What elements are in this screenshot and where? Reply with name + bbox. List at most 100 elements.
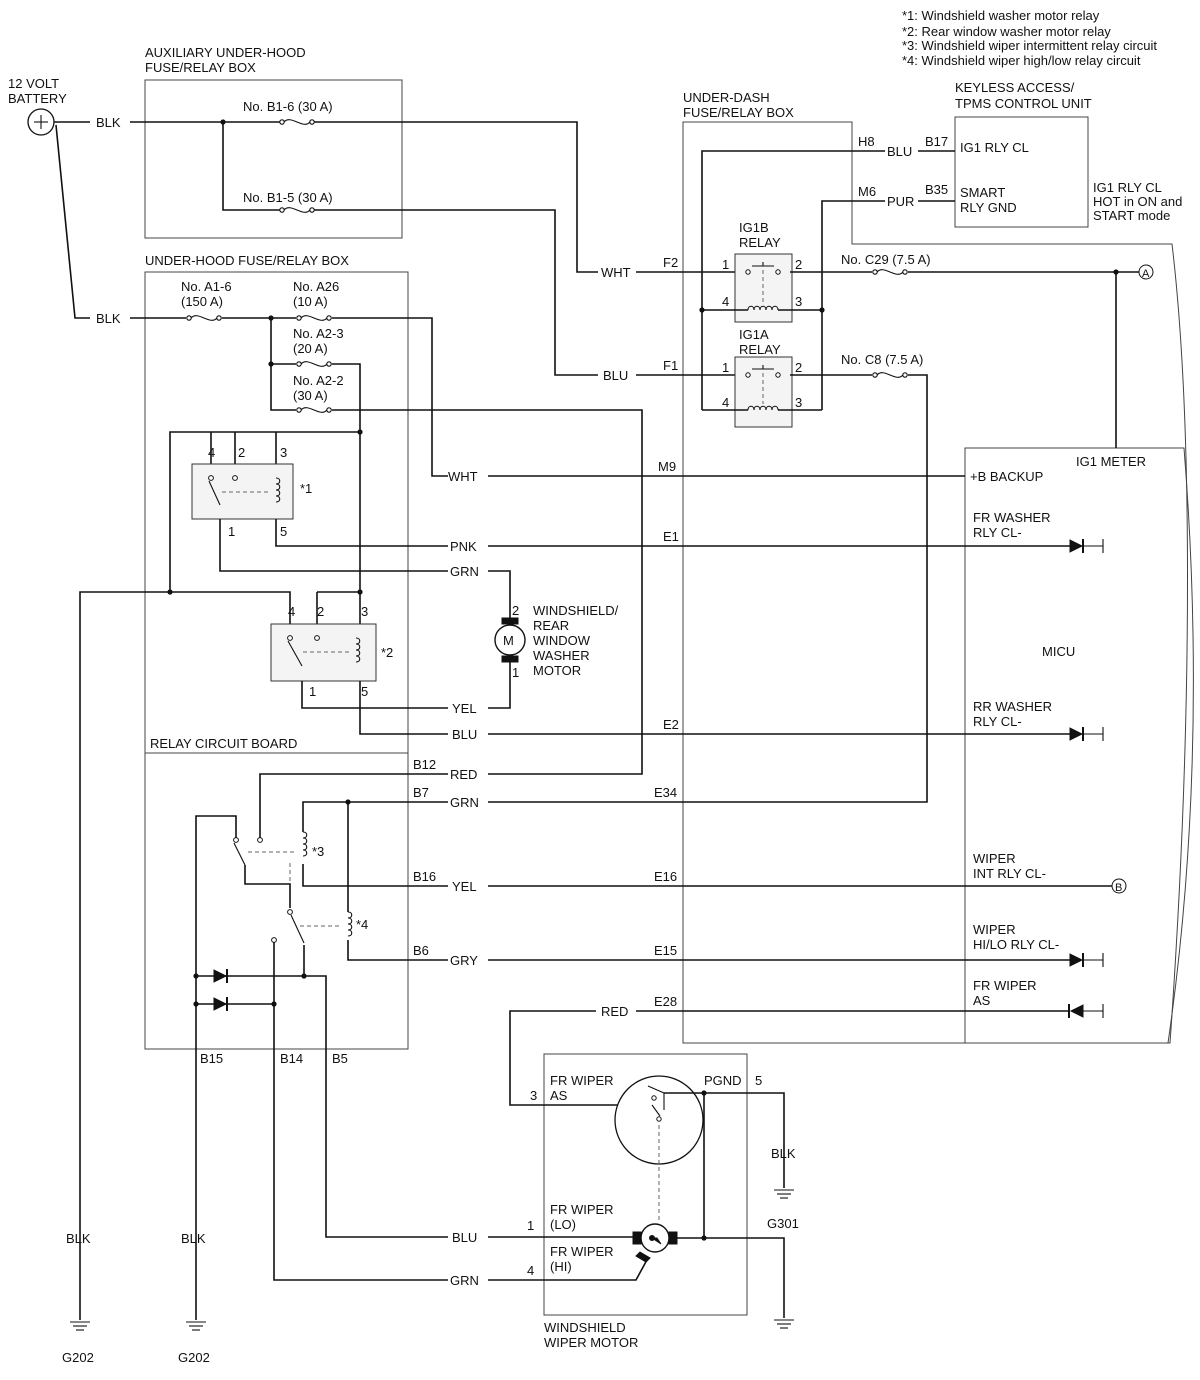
pin-e34: E34 — [654, 785, 677, 800]
wiper-pin1: 1 — [527, 1218, 534, 1233]
relay-1 — [191, 463, 294, 520]
micu-rr-washer-2: RLY CL- — [973, 714, 1022, 729]
ground-g202-a-label: G202 — [62, 1350, 94, 1365]
wire-label-yel-b16: YEL — [452, 879, 477, 894]
pin-e1: E1 — [663, 529, 679, 544]
pin-b7: B7 — [413, 785, 429, 800]
pin-b14: B14 — [280, 1051, 303, 1066]
relay-board-title: RELAY CIRCUIT BOARD — [150, 736, 297, 751]
ig1-meter-label: IG1 METER — [1076, 454, 1146, 469]
micu-fr-washer-1: FR WASHER — [973, 510, 1051, 525]
wire-relay1-grn — [219, 519, 448, 572]
wire-b14-grn — [273, 942, 448, 1281]
ground-g202-b — [186, 1321, 206, 1331]
wiper-pin4: 4 — [527, 1263, 534, 1278]
wire-b7-grn — [302, 801, 448, 832]
battery: 12 VOLT BATTERY — [8, 76, 67, 136]
washer-motor-m: M — [503, 633, 514, 648]
pin-m9: M9 — [658, 459, 676, 474]
wire-b12-red — [259, 773, 448, 838]
wire-a2-2-red — [270, 318, 643, 775]
ground-g202-b-label: G202 — [178, 1350, 210, 1365]
ig1b-pin1: 1 — [722, 257, 729, 272]
ground-g202-a — [70, 1321, 90, 1331]
ig1a-pin2: 2 — [795, 360, 802, 375]
wiper-lo-label-2: (LO) — [550, 1217, 576, 1232]
wire-label-grn-hi: GRN — [450, 1273, 479, 1288]
ud-box-title-2: FUSE/RELAY BOX — [683, 105, 794, 120]
wire-label-blk-g202-b: BLK — [181, 1231, 206, 1246]
ig1-note-3: START mode — [1093, 208, 1170, 223]
wiper-as-switch — [614, 1075, 704, 1220]
pin-e15: E15 — [654, 943, 677, 958]
wire-relay1-pnk — [275, 519, 448, 547]
ground-g301 — [774, 1189, 794, 1199]
washer-label-4: WASHER — [533, 648, 590, 663]
note-1: *1: Windshield washer motor relay — [902, 8, 1100, 23]
washer-label-5: MOTOR — [533, 663, 581, 678]
relay1-pin1: 1 — [228, 524, 235, 539]
relay2-pin3: 3 — [361, 604, 368, 619]
wire-label-blk-1: BLK — [96, 115, 121, 130]
diode-fr-washer — [1069, 539, 1104, 553]
ig1-note-1: IG1 RLY CL — [1093, 180, 1162, 195]
relay2-switch — [287, 635, 361, 667]
micu-wiper-hilo-2: HI/LO RLY CL- — [973, 937, 1059, 952]
keyless-pin-b35-label-2: RLY GND — [960, 200, 1017, 215]
relay1-pin4: 4 — [208, 445, 215, 460]
relay1-switch — [208, 475, 281, 506]
aux-under-hood-box — [144, 79, 403, 239]
wire-label-blu-h8: BLU — [887, 144, 912, 159]
relay4-tag: *4 — [356, 917, 368, 932]
keyless-unit-box — [954, 116, 1089, 228]
wire-b16-yel — [302, 864, 448, 887]
diode-2 — [213, 997, 228, 1011]
wire-label-pur-m6: PUR — [887, 194, 914, 209]
pin-f2: F2 — [663, 255, 678, 270]
fuse-a1-6-label-1: No. A1-6 — [181, 279, 232, 294]
relay2-pin5: 5 — [361, 684, 368, 699]
wiper-pgnd-label: PGND — [704, 1073, 742, 1088]
wiper-as-label-1: FR WIPER — [550, 1073, 614, 1088]
micu-label: MICU — [1042, 644, 1075, 659]
wire-ground-bus — [79, 591, 291, 1320]
ig1a-contacts — [745, 365, 781, 411]
wire-label-red-b12: RED — [450, 767, 477, 782]
ig1b-label-2: RELAY — [739, 235, 781, 250]
wire-b5-blu — [196, 975, 448, 1238]
relay2-tag: *2 — [381, 645, 393, 660]
wiper-motor-title-1: WINDSHIELD — [544, 1320, 626, 1335]
fuse-a2-2-label-2: (30 A) — [293, 388, 328, 403]
fuse-a2-2 — [296, 405, 332, 415]
fuse-a26 — [296, 313, 332, 323]
fuse-a1-6 — [186, 313, 222, 323]
wire-h8-coil — [701, 150, 885, 410]
relay1-tag: *1 — [300, 481, 312, 496]
connector-b-label: B — [1115, 882, 1122, 894]
ig1b-label-1: IG1B — [739, 220, 769, 235]
ig1a-pin1: 1 — [722, 360, 729, 375]
relay1-pin5: 5 — [280, 524, 287, 539]
washer-label-1: WINDSHIELD/ — [533, 603, 619, 618]
wire-ig1a-c8-to-e34 — [488, 374, 928, 803]
ig1b-contacts — [745, 262, 781, 311]
fuse-a26-label-1: No. A26 — [293, 279, 339, 294]
relay2-pin4: 4 — [288, 604, 295, 619]
relay2-pin1: 1 — [309, 684, 316, 699]
connector-a-label: A — [1142, 268, 1150, 280]
wire-label-blu-f1: BLU — [603, 368, 628, 383]
washer-pin1: 1 — [512, 665, 519, 680]
uh-box-title: UNDER-HOOD FUSE/RELAY BOX — [145, 253, 349, 268]
fuse-b1-6-label: No. B1-6 (30 A) — [243, 99, 333, 114]
diode-fr-wiper-as — [1068, 1004, 1104, 1018]
wire-label-wht-f2: WHT — [601, 265, 631, 280]
pin-b16: B16 — [413, 869, 436, 884]
keyless-pin-b35-label-1: SMART — [960, 185, 1005, 200]
washer-label-2: REAR — [533, 618, 569, 633]
washer-motor: M — [494, 617, 526, 663]
wire-label-blu-lo: BLU — [452, 1230, 477, 1245]
wire-m6-coil — [821, 200, 885, 410]
ig1a-pin4: 4 — [722, 395, 729, 410]
fuse-c29 — [872, 267, 908, 277]
